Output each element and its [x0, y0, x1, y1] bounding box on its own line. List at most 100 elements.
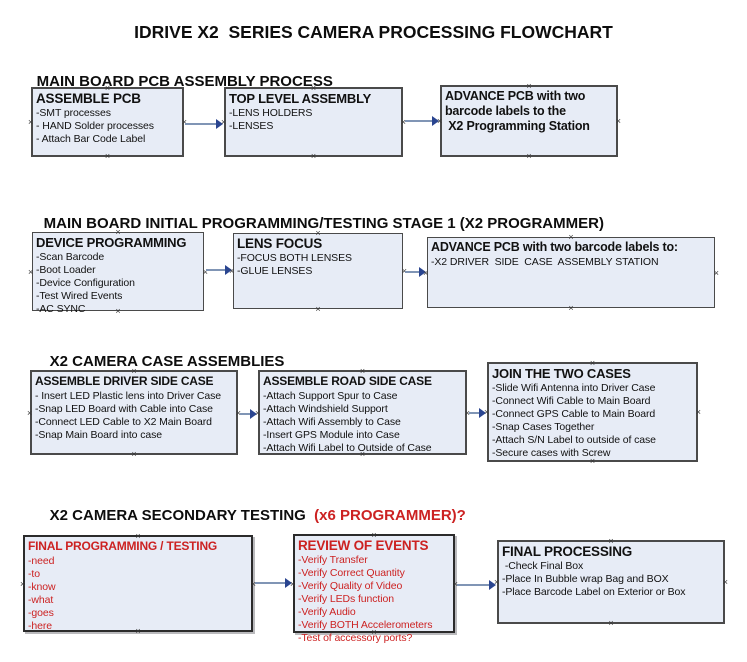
- box-item: -Verify BOTH Accelerometers: [298, 619, 433, 631]
- box-items: -Attach Support Spur to Case-Attach Wind…: [263, 390, 462, 455]
- box-title: LENS FOCUS: [237, 236, 323, 251]
- flow-arrow[interactable]: [405, 267, 426, 277]
- box-items: - Insert LED Plastic lens into Driver Ca…: [35, 390, 233, 442]
- connection-handle-icon: ×: [713, 267, 719, 278]
- box-item: -goes: [28, 607, 54, 619]
- connection-handle-icon: ×: [28, 117, 34, 127]
- section-heading-initial-programming: MAIN BOARD INITIAL PROGRAMMING/TESTING S…: [27, 198, 604, 249]
- box-item: -Device Configuration: [36, 277, 135, 289]
- box-items: -LENS HOLDERS-LENSES: [229, 107, 398, 133]
- section-heading-text: MAIN BOARD INITIAL PROGRAMMING/TESTING S…: [43, 215, 604, 232]
- box-item: -Test Wired Events: [36, 290, 123, 302]
- connection-handle-icon: ×: [310, 151, 317, 161]
- box-items: -Verify Transfer-Verify Correct Quantity…: [298, 554, 450, 645]
- box-item: -Insert GPS Module into Case: [263, 429, 400, 441]
- box-item: -Attach S/N Label to outside of case: [492, 434, 656, 446]
- box-assemble-pcb[interactable]: ASSEMBLE PCB -SMT processes- HAND Solder…: [28, 84, 187, 161]
- box-item: -LENS HOLDERS: [229, 107, 313, 119]
- connection-handle-icon: ×: [20, 578, 26, 589]
- connection-handle-icon: ×: [315, 304, 321, 314]
- box-item: -Attach Wifi Assembly to Case: [263, 416, 401, 428]
- box-item: -AC SYNC: [36, 303, 86, 315]
- arrow-head-icon: [419, 267, 426, 277]
- arrow-head-icon: [225, 265, 232, 275]
- arrow-shaft: [469, 412, 481, 414]
- box-item: -FOCUS BOTH LENSES: [237, 252, 352, 264]
- arrow-head-icon: [250, 409, 257, 419]
- box-item: - Insert LED Plastic lens into Driver Ca…: [35, 390, 222, 402]
- box-item: -GLUE LENSES: [237, 265, 313, 277]
- connection-handle-icon: ×: [28, 266, 34, 277]
- box-item: -Snap LED Board with Cable into Case: [35, 403, 213, 415]
- arrow-head-icon: [432, 116, 439, 126]
- box-join-the-two-cases[interactable]: JOIN THE TWO CASES -Slide Wifi Antenna i…: [484, 359, 701, 466]
- flow-arrow[interactable]: [240, 409, 257, 419]
- arrow-head-icon: [216, 119, 223, 129]
- box-item: -Verify Quality of Video: [298, 580, 403, 592]
- box-top-level-assembly[interactable]: TOP LEVEL ASSEMBLY -LENS HOLDERS-LENSES …: [221, 84, 406, 161]
- box-items: -Scan Barcode-Boot Loader-Device Configu…: [36, 251, 200, 316]
- flow-arrow[interactable]: [185, 119, 223, 129]
- connection-handle-icon: ×: [722, 577, 728, 587]
- box-item: -know: [28, 581, 56, 593]
- box-final-programming-testing[interactable]: FINAL PROGRAMMING / TESTING -need-to-kno…: [20, 532, 256, 636]
- flow-arrow[interactable]: [405, 116, 439, 126]
- box-item: -Verify Audio: [298, 606, 356, 618]
- box-advance-pcb-driver-side[interactable]: ADVANCE PCB with two barcode labels to: …: [423, 233, 719, 313]
- box-items: -SMT processes- HAND Solder processes- A…: [36, 107, 179, 146]
- box-item: -Attach Windshield Support: [263, 403, 388, 415]
- box-item: -Slide Wifi Antenna into Driver Case: [492, 382, 656, 394]
- flow-arrow[interactable]: [255, 578, 292, 588]
- connection-handle-icon: ×: [27, 407, 33, 418]
- box-item: -Test of accessory ports?: [298, 632, 413, 644]
- box-item: -SMT processes: [36, 107, 111, 119]
- box-item: -Verify Transfer: [298, 554, 368, 566]
- box-title: ADVANCE PCB with two barcode labels to:: [431, 240, 678, 254]
- box-assemble-driver-side-case[interactable]: ASSEMBLE DRIVER SIDE CASE - Insert LED P…: [27, 367, 241, 459]
- box-title: FINAL PROGRAMMING / TESTING: [28, 539, 218, 553]
- flow-arrow[interactable]: [469, 408, 486, 418]
- box-item: -Connect Wifi Cable to Main Board: [492, 395, 651, 407]
- box-title: TOP LEVEL ASSEMBLY: [229, 91, 372, 106]
- box-item: -Verify LEDs function: [298, 593, 394, 605]
- arrow-shaft: [240, 413, 252, 415]
- box-items: -FOCUS BOTH LENSES-GLUE LENSES: [237, 252, 399, 278]
- box-item: -what: [28, 594, 54, 606]
- arrow-shaft: [255, 582, 287, 584]
- box-device-programming[interactable]: DEVICE PROGRAMMING -Scan Barcode-Boot Lo…: [28, 228, 208, 316]
- box-title: ASSEMBLE PCB: [36, 91, 141, 106]
- box-item: -Connect GPS Cable to Main Board: [492, 408, 656, 420]
- arrow-shaft: [405, 120, 434, 122]
- box-item: -Scan Barcode: [36, 251, 105, 263]
- box-item: -LENSES: [229, 120, 274, 132]
- box-lens-focus[interactable]: LENS FOCUS -FOCUS BOTH LENSES-GLUE LENSE…: [229, 229, 407, 314]
- section-heading-text: X2 CAMERA CASE ASSEMBLIES: [49, 353, 285, 370]
- connection-handle-icon: ×: [695, 407, 701, 417]
- section-heading-text: MAIN BOARD PCB ASSEMBLY PROCESS: [36, 73, 333, 90]
- box-item: -need: [28, 555, 55, 567]
- box-advance-pcb-programming-station[interactable]: ADVANCE PCB with two barcode labels to t…: [437, 82, 621, 161]
- box-item: -Boot Loader: [36, 264, 96, 276]
- box-final-processing[interactable]: FINAL PROCESSING -Check Final Box-Place …: [494, 537, 728, 628]
- flow-arrow[interactable]: [457, 580, 496, 590]
- box-item: -Secure cases with Screw: [492, 447, 611, 459]
- box-items: -Slide Wifi Antenna into Driver Case-Con…: [492, 382, 693, 460]
- arrow-head-icon: [285, 578, 292, 588]
- section-heading-red-text: (x6 PROGRAMMER)?: [309, 507, 466, 524]
- arrow-shaft: [185, 123, 218, 125]
- arrow-shaft: [206, 269, 227, 271]
- box-item: -X2 DRIVER SIDE CASE ASSEMBLY STATION: [431, 256, 659, 268]
- box-item: -Connect LED Cable to X2 Main Board: [35, 416, 212, 428]
- box-item: -Verify Correct Quantity: [298, 567, 405, 579]
- connection-handle-icon: ×: [526, 151, 532, 161]
- connection-handle-icon: ×: [131, 449, 137, 459]
- section-heading-pcb-assembly: MAIN BOARD PCB ASSEMBLY PROCESS: [20, 56, 333, 107]
- box-assemble-road-side-case[interactable]: ASSEMBLE ROAD SIDE CASE -Attach Support …: [255, 367, 470, 459]
- box-item: -Place In Bubble wrap Bag and BOX: [502, 573, 669, 585]
- connection-handle-icon: ×: [615, 116, 621, 126]
- flow-arrow[interactable]: [206, 265, 232, 275]
- box-item: - HAND Solder processes: [36, 120, 154, 132]
- box-review-of-events[interactable]: REVIEW OF EVENTS -Verify Transfer-Verify…: [290, 531, 458, 645]
- box-title: REVIEW OF EVENTS: [298, 538, 429, 553]
